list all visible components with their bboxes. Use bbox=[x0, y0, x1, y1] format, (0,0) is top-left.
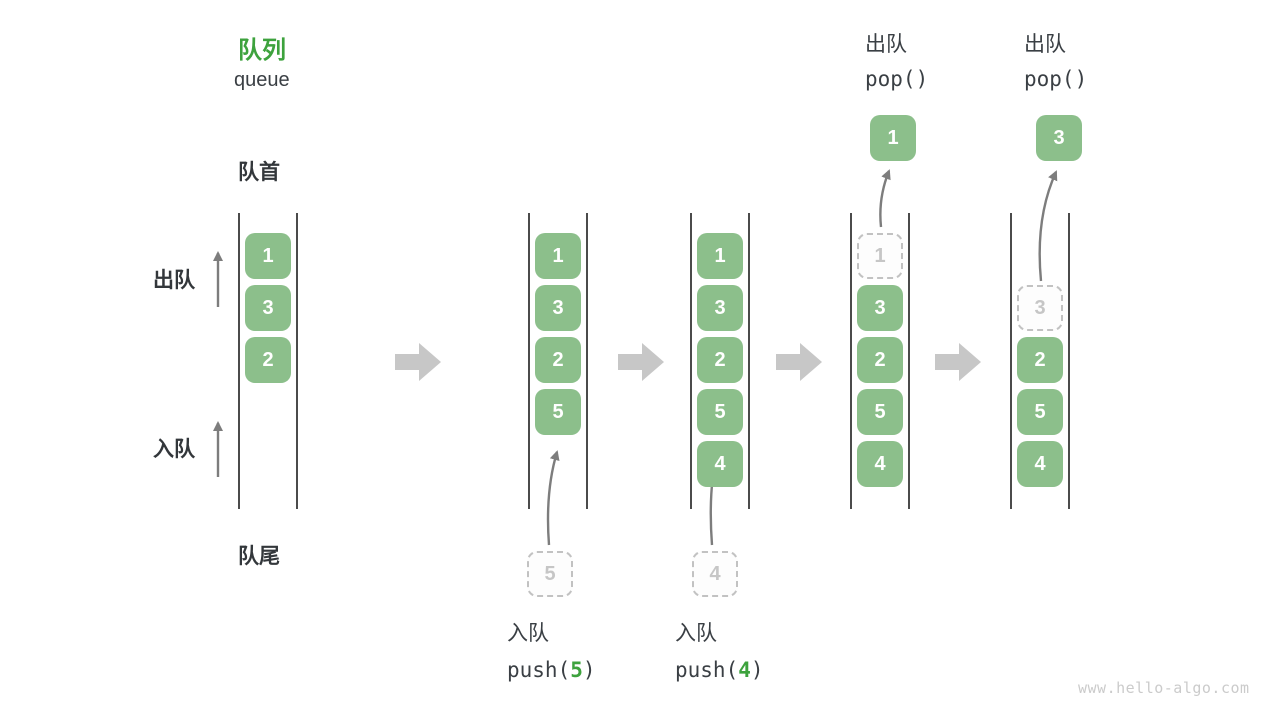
queue-item: 3 bbox=[535, 285, 581, 331]
queue-item: 5 bbox=[1017, 389, 1063, 435]
queue-state-after-pop1: 1 3 2 5 4 bbox=[850, 213, 910, 509]
queue-state-initial: 1 3 2 bbox=[238, 213, 298, 509]
queue-item: 1 bbox=[535, 233, 581, 279]
queue-item-ghost: 3 bbox=[1017, 285, 1063, 331]
popped-item-1: 1 bbox=[870, 115, 916, 161]
code-arg: 4 bbox=[738, 658, 751, 682]
pop-header-code: pop() bbox=[1024, 67, 1088, 91]
queue-item: 2 bbox=[857, 337, 903, 383]
queue-item: 4 bbox=[1017, 441, 1063, 487]
pop-header-zh: 出队 bbox=[1024, 33, 1066, 56]
code-pre: push( bbox=[675, 658, 739, 682]
watermark: www.hello-algo.com bbox=[1078, 679, 1250, 697]
queue-item: 5 bbox=[535, 389, 581, 435]
flow-arrow-icon bbox=[776, 343, 822, 381]
push-caption-code: push(5) bbox=[507, 656, 596, 684]
queue-item: 5 bbox=[857, 389, 903, 435]
staged-item-5: 5 bbox=[527, 551, 573, 597]
staged-item-4: 4 bbox=[692, 551, 738, 597]
label-dequeue: 出队 bbox=[153, 269, 195, 292]
pop-header-2: 出队 pop() bbox=[1024, 31, 1087, 93]
label-enqueue: 入队 bbox=[153, 438, 195, 461]
queue-item: 2 bbox=[245, 337, 291, 383]
flow-arrow-icon bbox=[618, 343, 664, 381]
label-queue-front: 队首 bbox=[238, 161, 280, 184]
pop-header-code: pop() bbox=[865, 67, 929, 91]
queue-state-after-push4: 1 3 2 5 4 bbox=[690, 213, 750, 509]
queue-item: 3 bbox=[857, 285, 903, 331]
page-title: 队列 bbox=[238, 37, 286, 64]
queue-item: 2 bbox=[697, 337, 743, 383]
pop-header-1: 出队 pop() bbox=[865, 31, 928, 93]
queue-item: 1 bbox=[245, 233, 291, 279]
queue-item-ghost: 1 bbox=[857, 233, 903, 279]
push4-caption: 入队 push(4) bbox=[675, 620, 764, 684]
queue-item: 3 bbox=[697, 285, 743, 331]
code-arg: 5 bbox=[570, 658, 583, 682]
code-post: ) bbox=[582, 658, 596, 682]
queue-item: 5 bbox=[697, 389, 743, 435]
queue-item: 2 bbox=[1017, 337, 1063, 383]
queue-item: 2 bbox=[535, 337, 581, 383]
code-pre: push( bbox=[507, 658, 571, 682]
queue-item: 3 bbox=[245, 285, 291, 331]
queue-item: 4 bbox=[857, 441, 903, 487]
push-caption-code: push(4) bbox=[675, 656, 764, 684]
label-queue-rear: 队尾 bbox=[238, 545, 280, 568]
queue-state-after-push5: 1 3 2 5 bbox=[528, 213, 588, 509]
flow-arrow-icon bbox=[935, 343, 981, 381]
page-subtitle: queue bbox=[234, 69, 290, 91]
flow-arrow-icon bbox=[395, 343, 441, 381]
push5-caption: 入队 push(5) bbox=[507, 620, 596, 684]
pop-header-zh: 出队 bbox=[865, 33, 907, 56]
push-caption-zh: 入队 bbox=[507, 622, 549, 645]
queue-item: 4 bbox=[697, 441, 743, 487]
queue-state-after-pop3: 3 2 5 4 bbox=[1010, 213, 1070, 509]
queue-item: 1 bbox=[697, 233, 743, 279]
code-post: ) bbox=[750, 658, 764, 682]
popped-item-3: 3 bbox=[1036, 115, 1082, 161]
push-caption-zh: 入队 bbox=[675, 622, 717, 645]
